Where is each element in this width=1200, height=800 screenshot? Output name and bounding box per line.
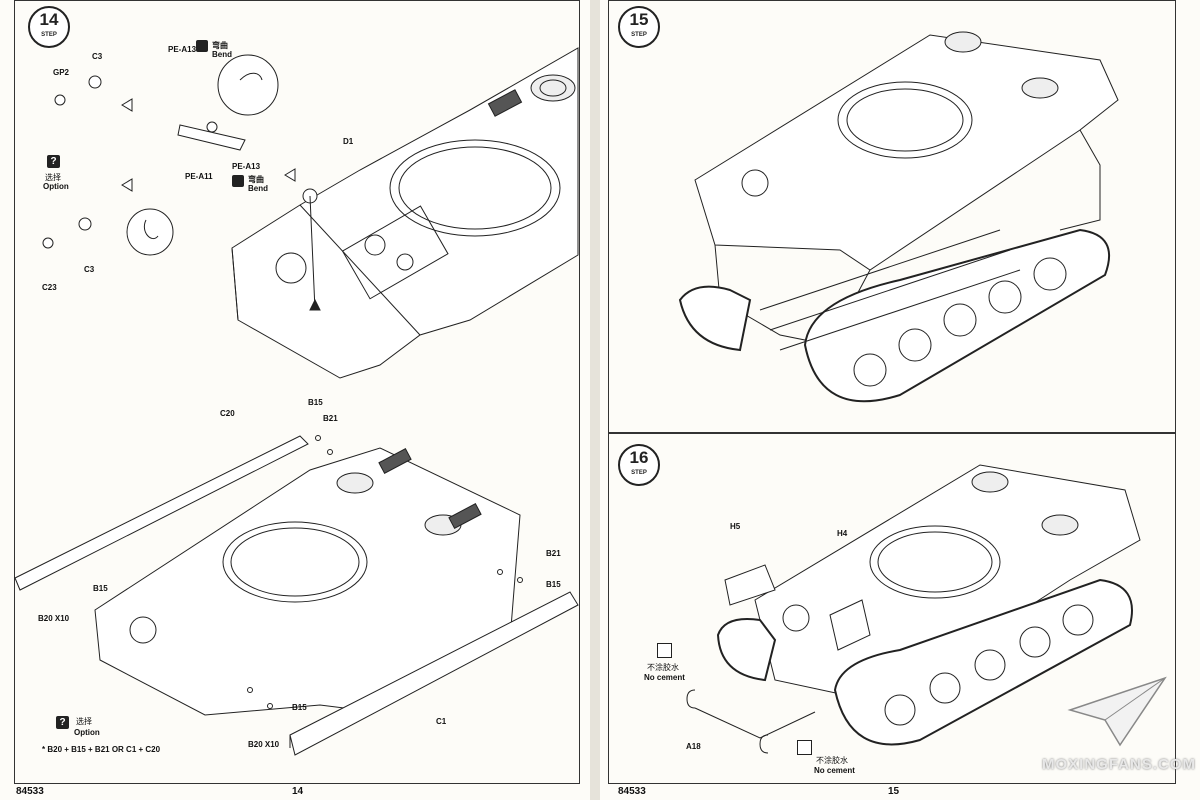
label-bend-top: Bend <box>212 50 232 59</box>
step-label: STEP <box>631 470 647 476</box>
no-cement-icon <box>797 740 812 755</box>
label-b20-x10-left: B20 X10 <box>38 614 70 623</box>
label-b15-bottom: B15 <box>292 703 307 712</box>
label-h5: H5 <box>730 522 741 531</box>
label-c23: C23 <box>42 283 57 292</box>
step15-16-drawing <box>678 31 1141 754</box>
instruction-page-14: 14 STEP <box>0 0 590 800</box>
step16-badge: 16 STEP <box>618 444 660 486</box>
label-bend-mid: Bend <box>248 184 268 193</box>
bend-icon <box>232 175 244 187</box>
label-b20-x10-bottom: B20 X10 <box>248 740 280 749</box>
step14-frame <box>14 0 580 784</box>
instruction-page-15: 15 STEP 16 STEP <box>600 0 1200 800</box>
label-no-cement-1: No cement <box>644 673 685 682</box>
step-label: STEP <box>41 32 57 38</box>
label-pe-a13-mid: PE-A13 <box>232 162 261 171</box>
step15-frame <box>608 0 1176 434</box>
footnote: * B20 + B15 + B21 OR C1 + C20 <box>42 745 161 754</box>
page-number: 14 <box>292 786 304 797</box>
label-h4: H4 <box>837 529 848 538</box>
label-gp2: GP2 <box>53 68 70 77</box>
label-c3-bottom: C3 <box>84 265 95 274</box>
label-bend-cn-top: 弯曲 <box>212 41 228 50</box>
label-b21-right: B21 <box>546 549 561 558</box>
label-b15-left: B15 <box>93 584 108 593</box>
label-bend-cn-mid: 弯曲 <box>248 175 264 184</box>
label-option-cn: 选择 <box>45 173 61 182</box>
option-icon: ? <box>56 716 69 729</box>
label-option-cn-bottom: 选择 <box>76 717 92 726</box>
label-pe-a11: PE-A11 <box>185 172 213 181</box>
no-cement-icon <box>657 643 672 658</box>
step-number: 15 <box>629 10 649 29</box>
page-gutter <box>590 0 600 800</box>
label-no-cement-cn-2: 不涂胶水 <box>816 756 848 765</box>
label-b15-top: B15 <box>308 398 323 407</box>
label-b15-right: B15 <box>546 580 561 589</box>
label-no-cement-cn-1: 不涂胶水 <box>647 663 679 672</box>
label-c1: C1 <box>436 717 447 726</box>
label-a18: A18 <box>686 742 701 751</box>
step14-badge: 14 STEP <box>28 6 70 48</box>
option-icon: ? <box>47 155 60 168</box>
paper-plane-logo <box>1067 676 1167 747</box>
step-number: 16 <box>629 448 649 467</box>
step15-badge: 15 STEP <box>618 6 660 48</box>
label-b21-top: B21 <box>323 414 338 423</box>
label-no-cement-2: No cement <box>814 766 855 775</box>
page-code: 84533 <box>618 786 646 797</box>
label-d1: D1 <box>343 137 354 146</box>
page-number: 15 <box>888 786 900 797</box>
bend-icon <box>196 40 208 52</box>
label-option: Option <box>43 182 69 191</box>
step-number: 14 <box>39 10 59 29</box>
label-c20: C20 <box>220 409 235 418</box>
page-code: 84533 <box>16 786 44 797</box>
watermark: MOXINGFANS.COM <box>1042 756 1197 773</box>
label-pe-a13-top: PE-A13 <box>168 45 197 54</box>
label-c3-top: C3 <box>92 52 103 61</box>
step16-frame <box>608 432 1176 784</box>
step-label: STEP <box>631 32 647 38</box>
label-option-bottom: Option <box>74 728 100 737</box>
step14-drawing <box>14 47 579 756</box>
